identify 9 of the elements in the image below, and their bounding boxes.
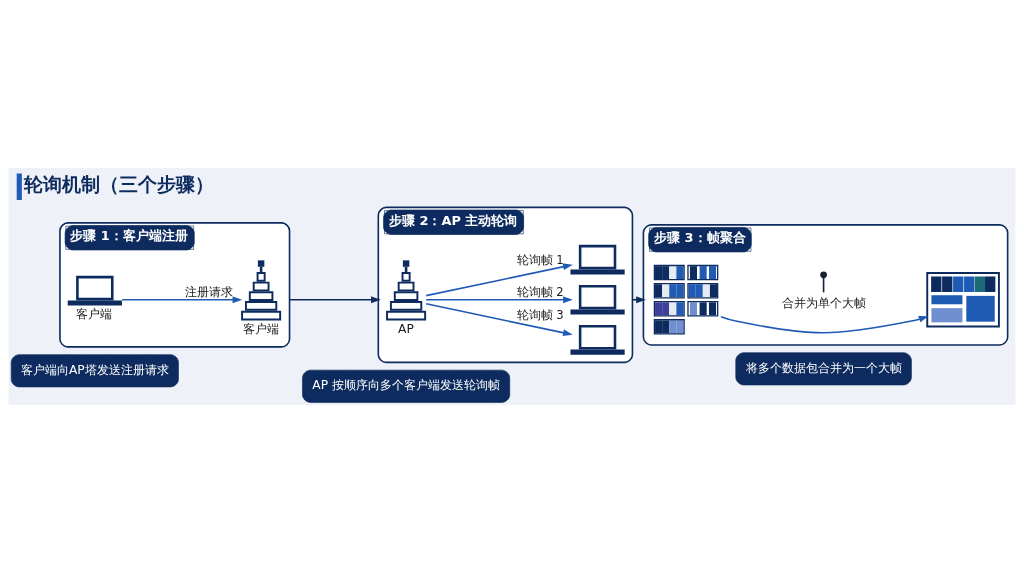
node-text: 合并为单个大帧 <box>781 295 866 310</box>
node-label: 客户端 <box>76 306 113 321</box>
edge-label: 注册请求 <box>185 284 234 299</box>
edge-label: 轮询帧 2 <box>516 284 564 299</box>
node-label: 客户端 <box>242 321 279 336</box>
node-label: AP <box>398 321 414 336</box>
edge-label: 轮询帧 3 <box>516 307 564 322</box>
diagram-title: 轮询机制（三个步骤） <box>24 172 215 196</box>
edge-label: 轮询帧 1 <box>516 252 564 267</box>
